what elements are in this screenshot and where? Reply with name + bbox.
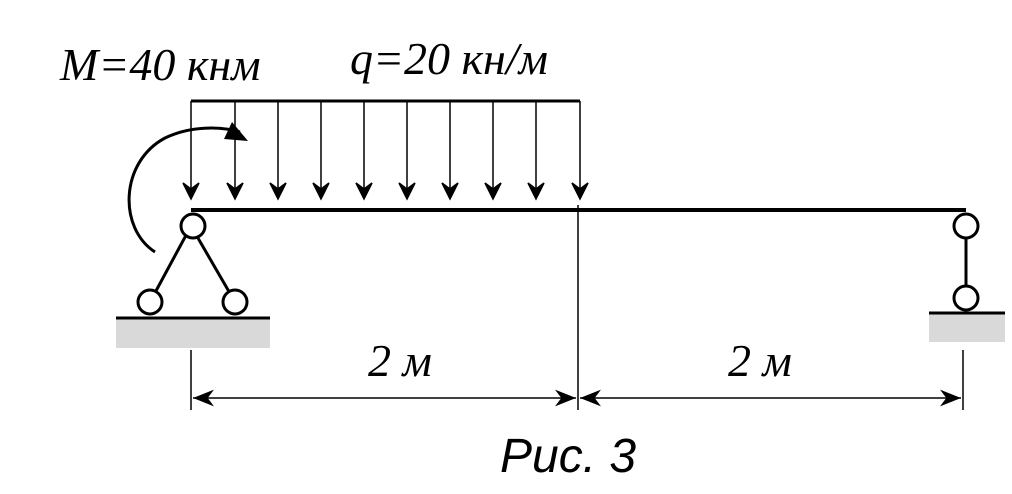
moment-arc-curve (127, 126, 241, 254)
pin-joint-top (179, 212, 207, 240)
support-strut-left (148, 225, 193, 303)
pinned-support (116, 212, 270, 348)
load-arrowhead (269, 182, 287, 201)
roller-support (929, 212, 1005, 342)
load-arrowhead (441, 182, 459, 201)
dimensions (190, 350, 964, 410)
moment-arrowhead (224, 122, 248, 141)
support-strut-right (189, 225, 237, 303)
load-arrowhead (312, 182, 330, 201)
distributed-load (182, 99, 589, 201)
figure-caption: Рис. 3 (500, 430, 636, 483)
pin-joint-bottom-right (221, 288, 249, 316)
roller-joint-top (952, 212, 980, 240)
load-arrowhead (355, 182, 373, 201)
span-right-label: 2 м (728, 335, 792, 386)
load-arrowhead (571, 182, 589, 201)
pin-joint-bottom-left (136, 288, 164, 316)
load-arrowhead (182, 182, 200, 201)
load-label: q=20 кн/м (350, 33, 548, 84)
roller-joint-bottom (952, 284, 980, 312)
load-arrowhead (398, 182, 416, 201)
ground-hatch-left (116, 318, 270, 348)
load-arrowhead (527, 182, 545, 201)
load-arrowhead (484, 182, 502, 201)
ground-hatch-right (929, 313, 1005, 342)
moment-label: M=40 кнм (59, 39, 261, 90)
moment-arc (127, 122, 248, 254)
load-arrowhead (226, 182, 244, 201)
load-arrows (182, 101, 589, 201)
span-left-label: 2 м (368, 335, 432, 386)
